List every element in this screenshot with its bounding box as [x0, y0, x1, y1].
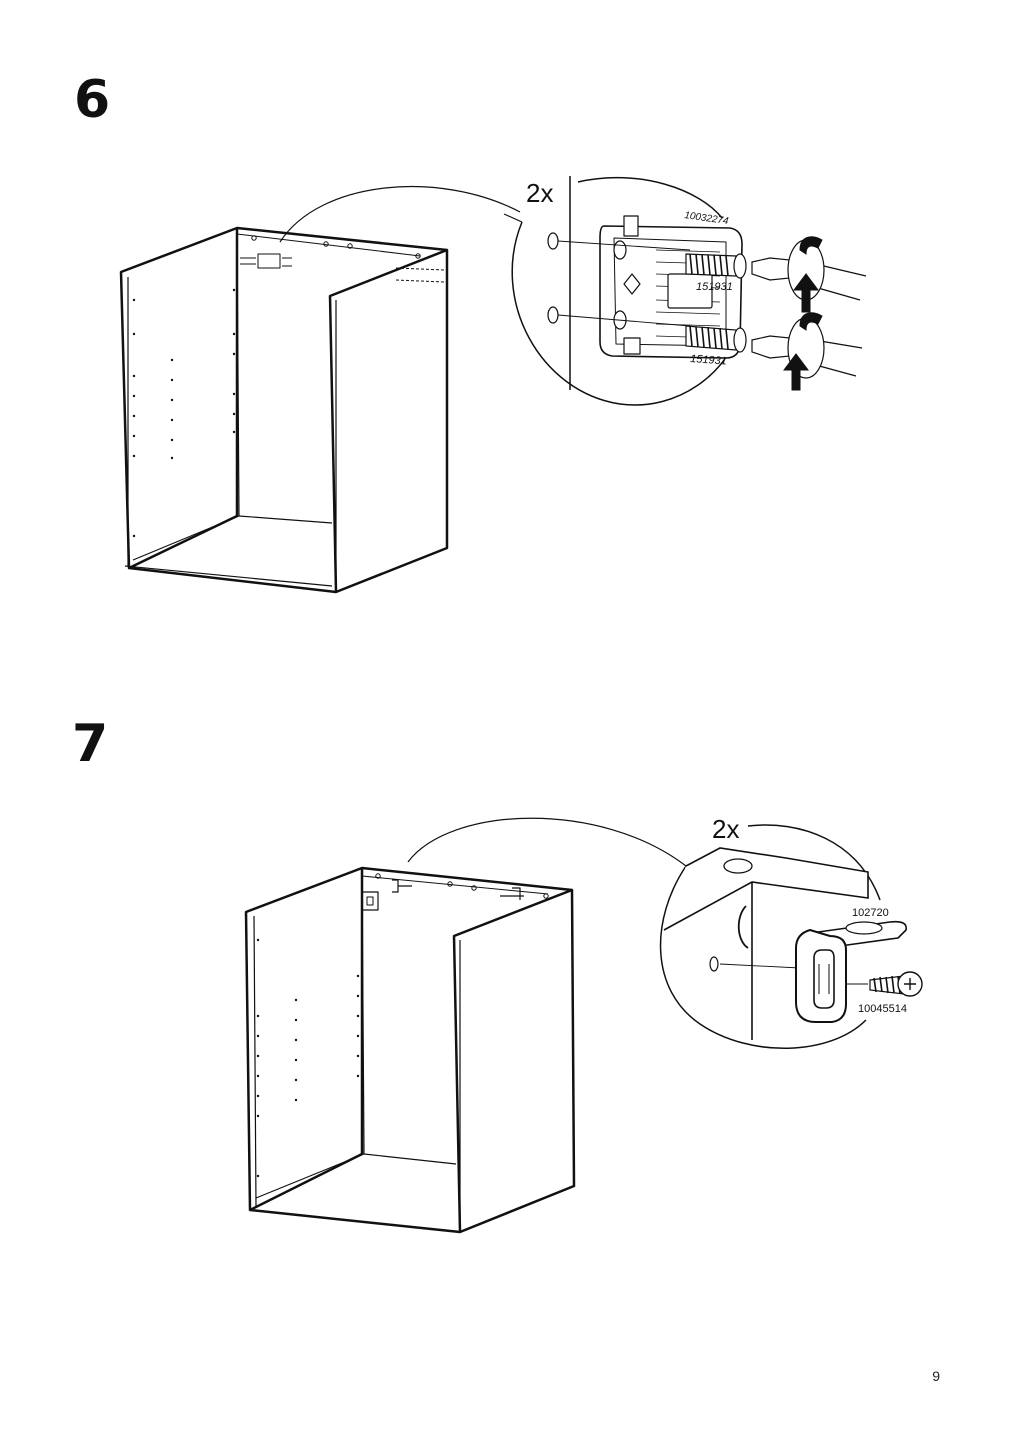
- part-id-screw-10045514: 10045514: [858, 1003, 907, 1015]
- rotate-arrow-icon: [783, 236, 823, 391]
- step-7-number: 7: [72, 714, 109, 774]
- part-id-screw-bottom: 151931: [690, 353, 727, 368]
- callout-curve: [279, 185, 521, 243]
- step-7-quantity: 2x: [712, 814, 739, 844]
- screw-icon: [685, 253, 747, 353]
- step-6-illustration: 2x 10032274 151931 151931: [119, 176, 867, 594]
- part-id-bracket-10032274: 10032274: [684, 210, 730, 227]
- cabinet-frame-icon: [244, 866, 576, 1234]
- suspension-bracket-icon: [795, 920, 907, 1023]
- detail-circle: [511, 176, 739, 406]
- detail-circle: [659, 824, 881, 1049]
- step-6-quantity: 2x: [526, 178, 553, 208]
- step-7-illustration: 2x 102720 10045514: [244, 814, 923, 1234]
- step-6-number: 6: [74, 70, 111, 130]
- page-number: 9: [932, 1368, 940, 1384]
- cabinet-frame-icon: [119, 226, 449, 594]
- part-id-screw-top: 151931: [696, 281, 733, 293]
- wall-hole-icon: [547, 232, 691, 327]
- wall-hole-icon: [709, 956, 801, 972]
- screw-icon: [846, 971, 923, 997]
- callout-curve: [407, 817, 687, 867]
- part-id-bracket-102720: 102720: [852, 907, 889, 919]
